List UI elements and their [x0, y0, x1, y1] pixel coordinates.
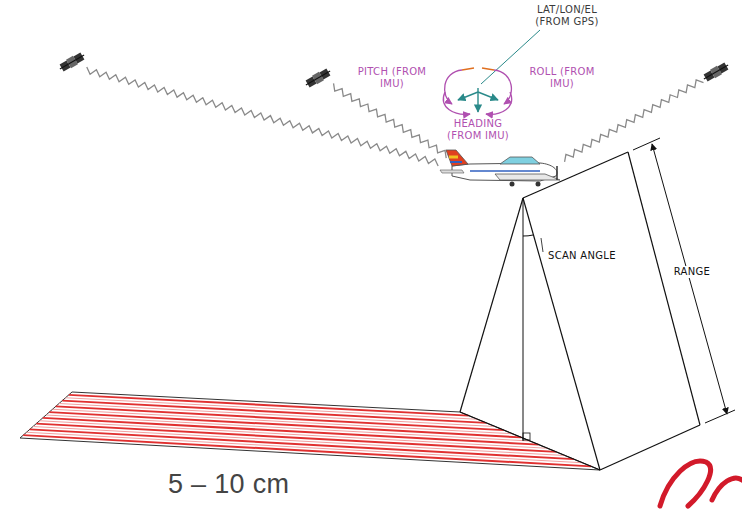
signal-wave: [334, 83, 447, 158]
scan-prism: [460, 152, 700, 470]
attitude-glyph: [443, 30, 540, 114]
dimension-label: RANGE: [672, 266, 712, 278]
gps-label: LAT/LON/EL (FROM GPS): [525, 4, 609, 28]
accuracy-label: 5 – 10 cm: [168, 468, 368, 500]
logo-fragment: [660, 461, 742, 506]
imu-label: HEADING (FROM IMU): [438, 118, 518, 142]
airplane: [440, 150, 560, 187]
scan-line: [62, 401, 486, 423]
ground-strip: [20, 392, 600, 470]
angle-label: SCAN ANGLE: [546, 250, 618, 262]
scan-line: [69, 395, 469, 416]
leader-line: [541, 238, 543, 252]
imu-label: ROLL (FROM IMU): [522, 66, 602, 90]
scan-line: [59, 404, 495, 427]
satellite-icon: [57, 51, 730, 90]
range-dimension: [633, 138, 735, 423]
scan-line: [56, 406, 504, 430]
scan-line: [66, 398, 478, 420]
scan-line: [30, 429, 574, 459]
imu-label: PITCH (FROM IMU): [352, 66, 432, 90]
signal-wave: [565, 80, 704, 162]
